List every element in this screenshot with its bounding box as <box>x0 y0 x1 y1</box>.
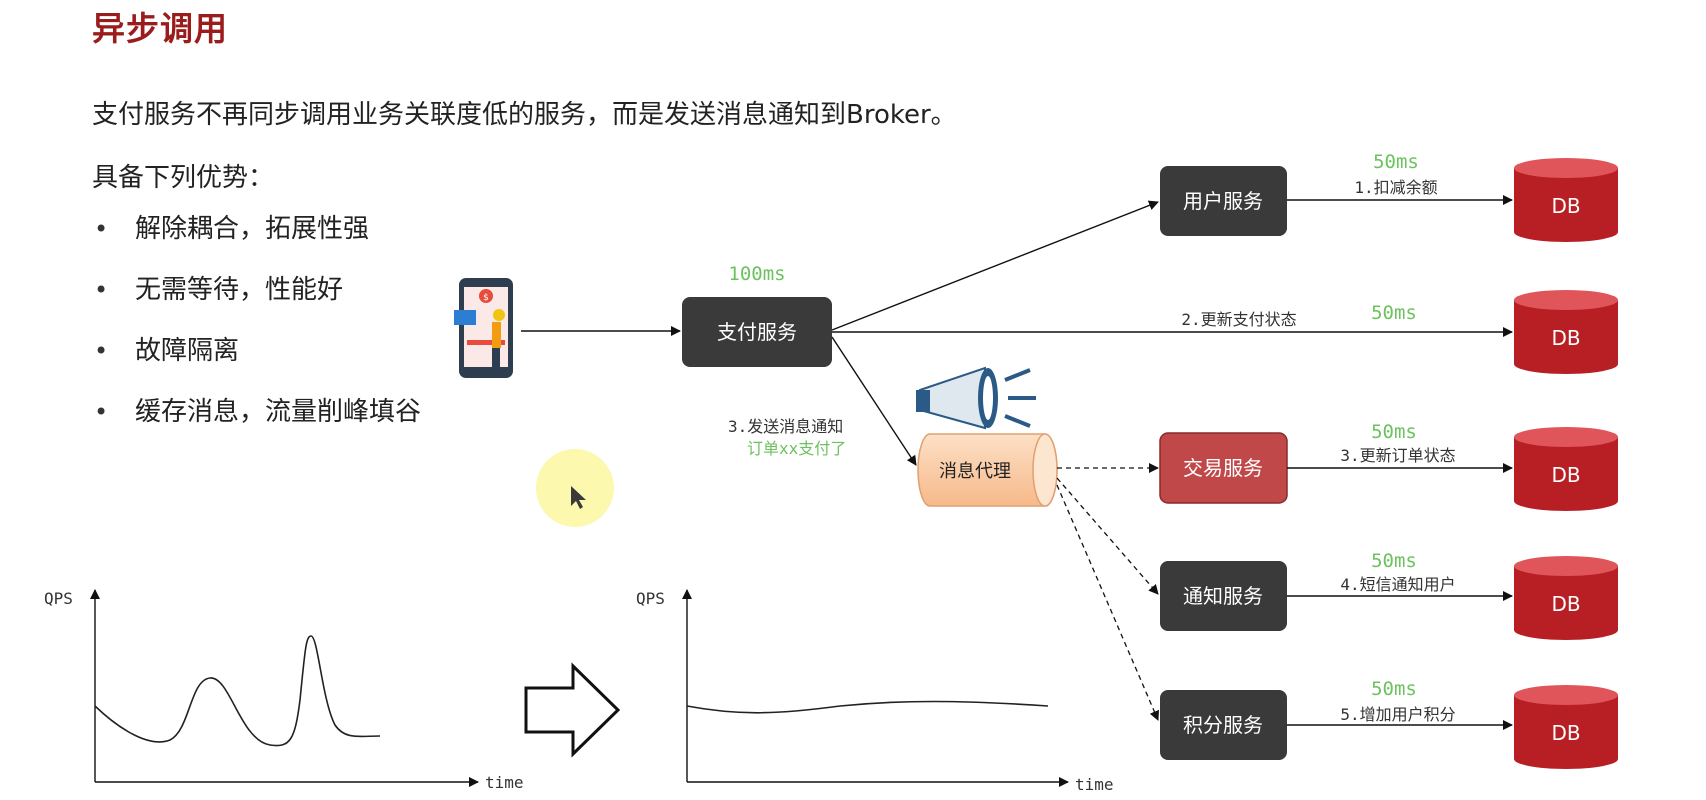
latency-label: 50ms <box>1371 421 1417 443</box>
list-item-text: 缓存消息，流量削峰填谷 <box>135 397 422 427</box>
latency-label: 50ms <box>1371 678 1417 700</box>
svg-text:DB: DB <box>1551 194 1580 218</box>
pay-service-node: 支付服务 <box>682 297 832 367</box>
step-label: 4.短信通知用户 <box>1340 575 1455 594</box>
bullet-icon: • <box>94 215 109 243</box>
list-item-text: 无需等待，性能好 <box>135 275 344 305</box>
megaphone-icon <box>916 366 1036 430</box>
bullet-icon: • <box>94 337 109 365</box>
db-cylinder: DB <box>1514 290 1618 374</box>
list-item: • 故障隔离 <box>92 334 421 395</box>
notify-service-node: 通知服务 <box>1160 561 1287 631</box>
qps-chart-after: QPS time <box>636 589 1114 794</box>
bullet-icon: • <box>94 276 109 304</box>
step-label: 5.增加用户积分 <box>1340 705 1455 724</box>
latency-label: 50ms <box>1371 550 1417 572</box>
y-axis-label: QPS <box>636 589 665 608</box>
pay-service-label: 支付服务 <box>717 320 797 344</box>
step-label: 3.更新订单状态 <box>1340 446 1455 465</box>
x-axis-label: time <box>1075 775 1114 794</box>
svg-text:DB: DB <box>1551 721 1580 745</box>
trade-service-node: 交易服务 <box>1159 432 1288 504</box>
step-label: 1.扣减余额 <box>1354 178 1437 197</box>
list-item: • 缓存消息，流量削峰填谷 <box>92 395 421 456</box>
pay-service-latency: 100ms <box>728 263 785 285</box>
latency-label: 50ms <box>1373 151 1419 173</box>
list-item-text: 故障隔离 <box>135 336 240 366</box>
send-message-note: 3.发送消息通知 <box>728 417 843 436</box>
svg-text:$: $ <box>483 293 489 303</box>
transition-arrow-icon <box>524 662 621 758</box>
svg-text:DB: DB <box>1551 592 1580 616</box>
list-item: • 解除耦合，拓展性强 <box>92 212 421 273</box>
broker-node: 消息代理 <box>917 433 1058 507</box>
db-cylinder: DB <box>1514 427 1618 511</box>
page-title: 异步调用 <box>92 9 228 48</box>
user-service-label: 用户服务 <box>1183 189 1263 213</box>
advantages-heading: 具备下列优势： <box>92 163 275 193</box>
points-service-label: 积分服务 <box>1183 713 1263 737</box>
cursor-icon <box>571 486 586 509</box>
qps-chart-before: QPS time <box>44 589 524 792</box>
mobile-payment-icon: $ <box>454 278 513 378</box>
step-label: 2.更新支付状态 <box>1181 310 1296 329</box>
list-item: • 无需等待，性能好 <box>92 273 421 334</box>
db-cylinder: DB <box>1514 685 1618 769</box>
advantages-list: • 解除耦合，拓展性强 • 无需等待，性能好 • 故障隔离 • 缓存消息，流量削峰填谷 <box>92 212 421 456</box>
bullet-icon: • <box>94 398 109 426</box>
list-item-text: 解除耦合，拓展性强 <box>135 214 370 244</box>
svg-text:DB: DB <box>1551 463 1580 487</box>
trade-service-label: 交易服务 <box>1183 456 1263 480</box>
qps-smooth-line <box>686 700 1049 714</box>
broker-label: 消息代理 <box>939 461 1011 482</box>
send-message-detail: 订单xx支付了 <box>747 439 846 458</box>
svg-text:DB: DB <box>1551 326 1580 350</box>
y-axis-label: QPS <box>44 589 73 608</box>
cursor-highlight <box>536 449 614 527</box>
qps-spiky-line <box>94 635 381 747</box>
x-axis-label: time <box>485 773 524 792</box>
intro-text: 支付服务不再同步调用业务关联度低的服务，而是发送消息通知到Broker。 <box>92 100 957 130</box>
points-service-node: 积分服务 <box>1160 690 1287 760</box>
notify-service-label: 通知服务 <box>1183 584 1263 608</box>
db-cylinder: DB <box>1514 556 1618 640</box>
latency-label: 50ms <box>1371 302 1417 324</box>
db-cylinder: DB <box>1514 158 1618 242</box>
user-service-node: 用户服务 <box>1160 166 1287 236</box>
